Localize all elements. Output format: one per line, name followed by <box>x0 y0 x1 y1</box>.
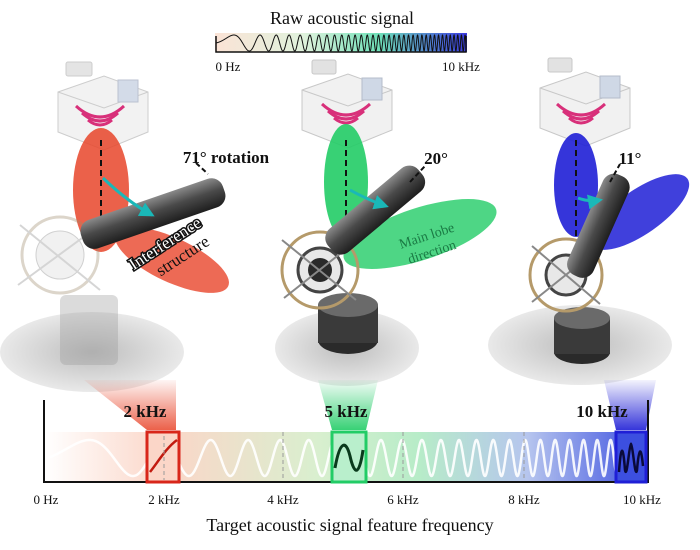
axis-title: Target acoustic signal feature frequency <box>206 515 493 535</box>
sound-waves-icon <box>555 102 607 125</box>
angle-label: 20° <box>424 149 448 168</box>
highlight-box-2khz <box>145 430 181 484</box>
freq-label-2khz: 2 kHz <box>124 402 167 421</box>
freq-label-10khz: 10 kHz <box>576 402 628 421</box>
microphone-array <box>280 230 378 354</box>
raw-signal-min-label: 0 Hz <box>216 59 241 74</box>
highlight-wave-5khz <box>333 443 365 472</box>
callout-wedge <box>604 380 656 430</box>
highlight-wave-10khz <box>617 442 645 474</box>
frequency-axis: 2 kHz 5 kHz 10 kHz 0 Hz 2 kHz 4 kHz 6 kH… <box>34 400 662 535</box>
sound-waves-icon <box>74 104 126 127</box>
panel-10khz: 11° <box>488 57 690 430</box>
rotation-reference-line <box>409 165 426 183</box>
callout-wedge <box>84 380 176 430</box>
tick-label: 0 Hz <box>34 492 59 507</box>
beam-lobe-main <box>590 174 690 250</box>
axis-tick-labels: 0 Hz 2 kHz 4 kHz 6 kHz 8 kHz 10 kHz <box>34 492 662 507</box>
tick-label: 4 kHz <box>267 492 299 507</box>
raw-signal-max-label: 10 kHz <box>442 59 480 74</box>
rotation-reference-line <box>195 162 209 175</box>
angle-label: 11° <box>619 149 642 168</box>
rotation-reference-line <box>609 163 621 183</box>
microphone-array <box>528 237 610 364</box>
tick-label: 2 kHz <box>148 492 180 507</box>
tick-label: 8 kHz <box>508 492 540 507</box>
raw-signal-chirp <box>215 33 467 53</box>
tick-label: 6 kHz <box>387 492 419 507</box>
callout-wedge <box>318 380 378 430</box>
microphone-tube <box>325 165 426 255</box>
rotation-arrow <box>101 176 155 217</box>
beam-lobe-side <box>115 227 229 293</box>
raw-signal-legend: Raw acoustic signal 0 Hz 10 kHz <box>215 8 480 74</box>
freq-label-5khz: 5 kHz <box>325 402 368 421</box>
raw-signal-title: Raw acoustic signal <box>270 8 414 28</box>
speaker-unit-icon <box>539 57 631 147</box>
sound-waves-icon <box>320 102 372 125</box>
highlight-wave-2khz <box>149 438 178 473</box>
panel-5khz: 20° Main lobe direction <box>275 59 497 430</box>
speaker-unit-icon <box>301 59 393 149</box>
highlight-box-10khz <box>614 430 648 484</box>
floor-shadow <box>0 312 184 392</box>
raw-signal-bracket <box>215 36 467 53</box>
rotation-arrow <box>349 188 389 210</box>
microphone-tube <box>567 173 630 278</box>
panel-2khz: 71° rotation Interference structure <box>0 61 270 430</box>
microphone-array-faded <box>17 215 118 365</box>
beam-lobe-main <box>343 199 497 269</box>
speaker-unit-icon <box>57 61 149 151</box>
rotation-arrow <box>577 194 603 210</box>
angle-label: 71° rotation <box>183 148 270 167</box>
highlight-box-5khz <box>330 430 368 484</box>
tick-label: 10 kHz <box>623 492 661 507</box>
